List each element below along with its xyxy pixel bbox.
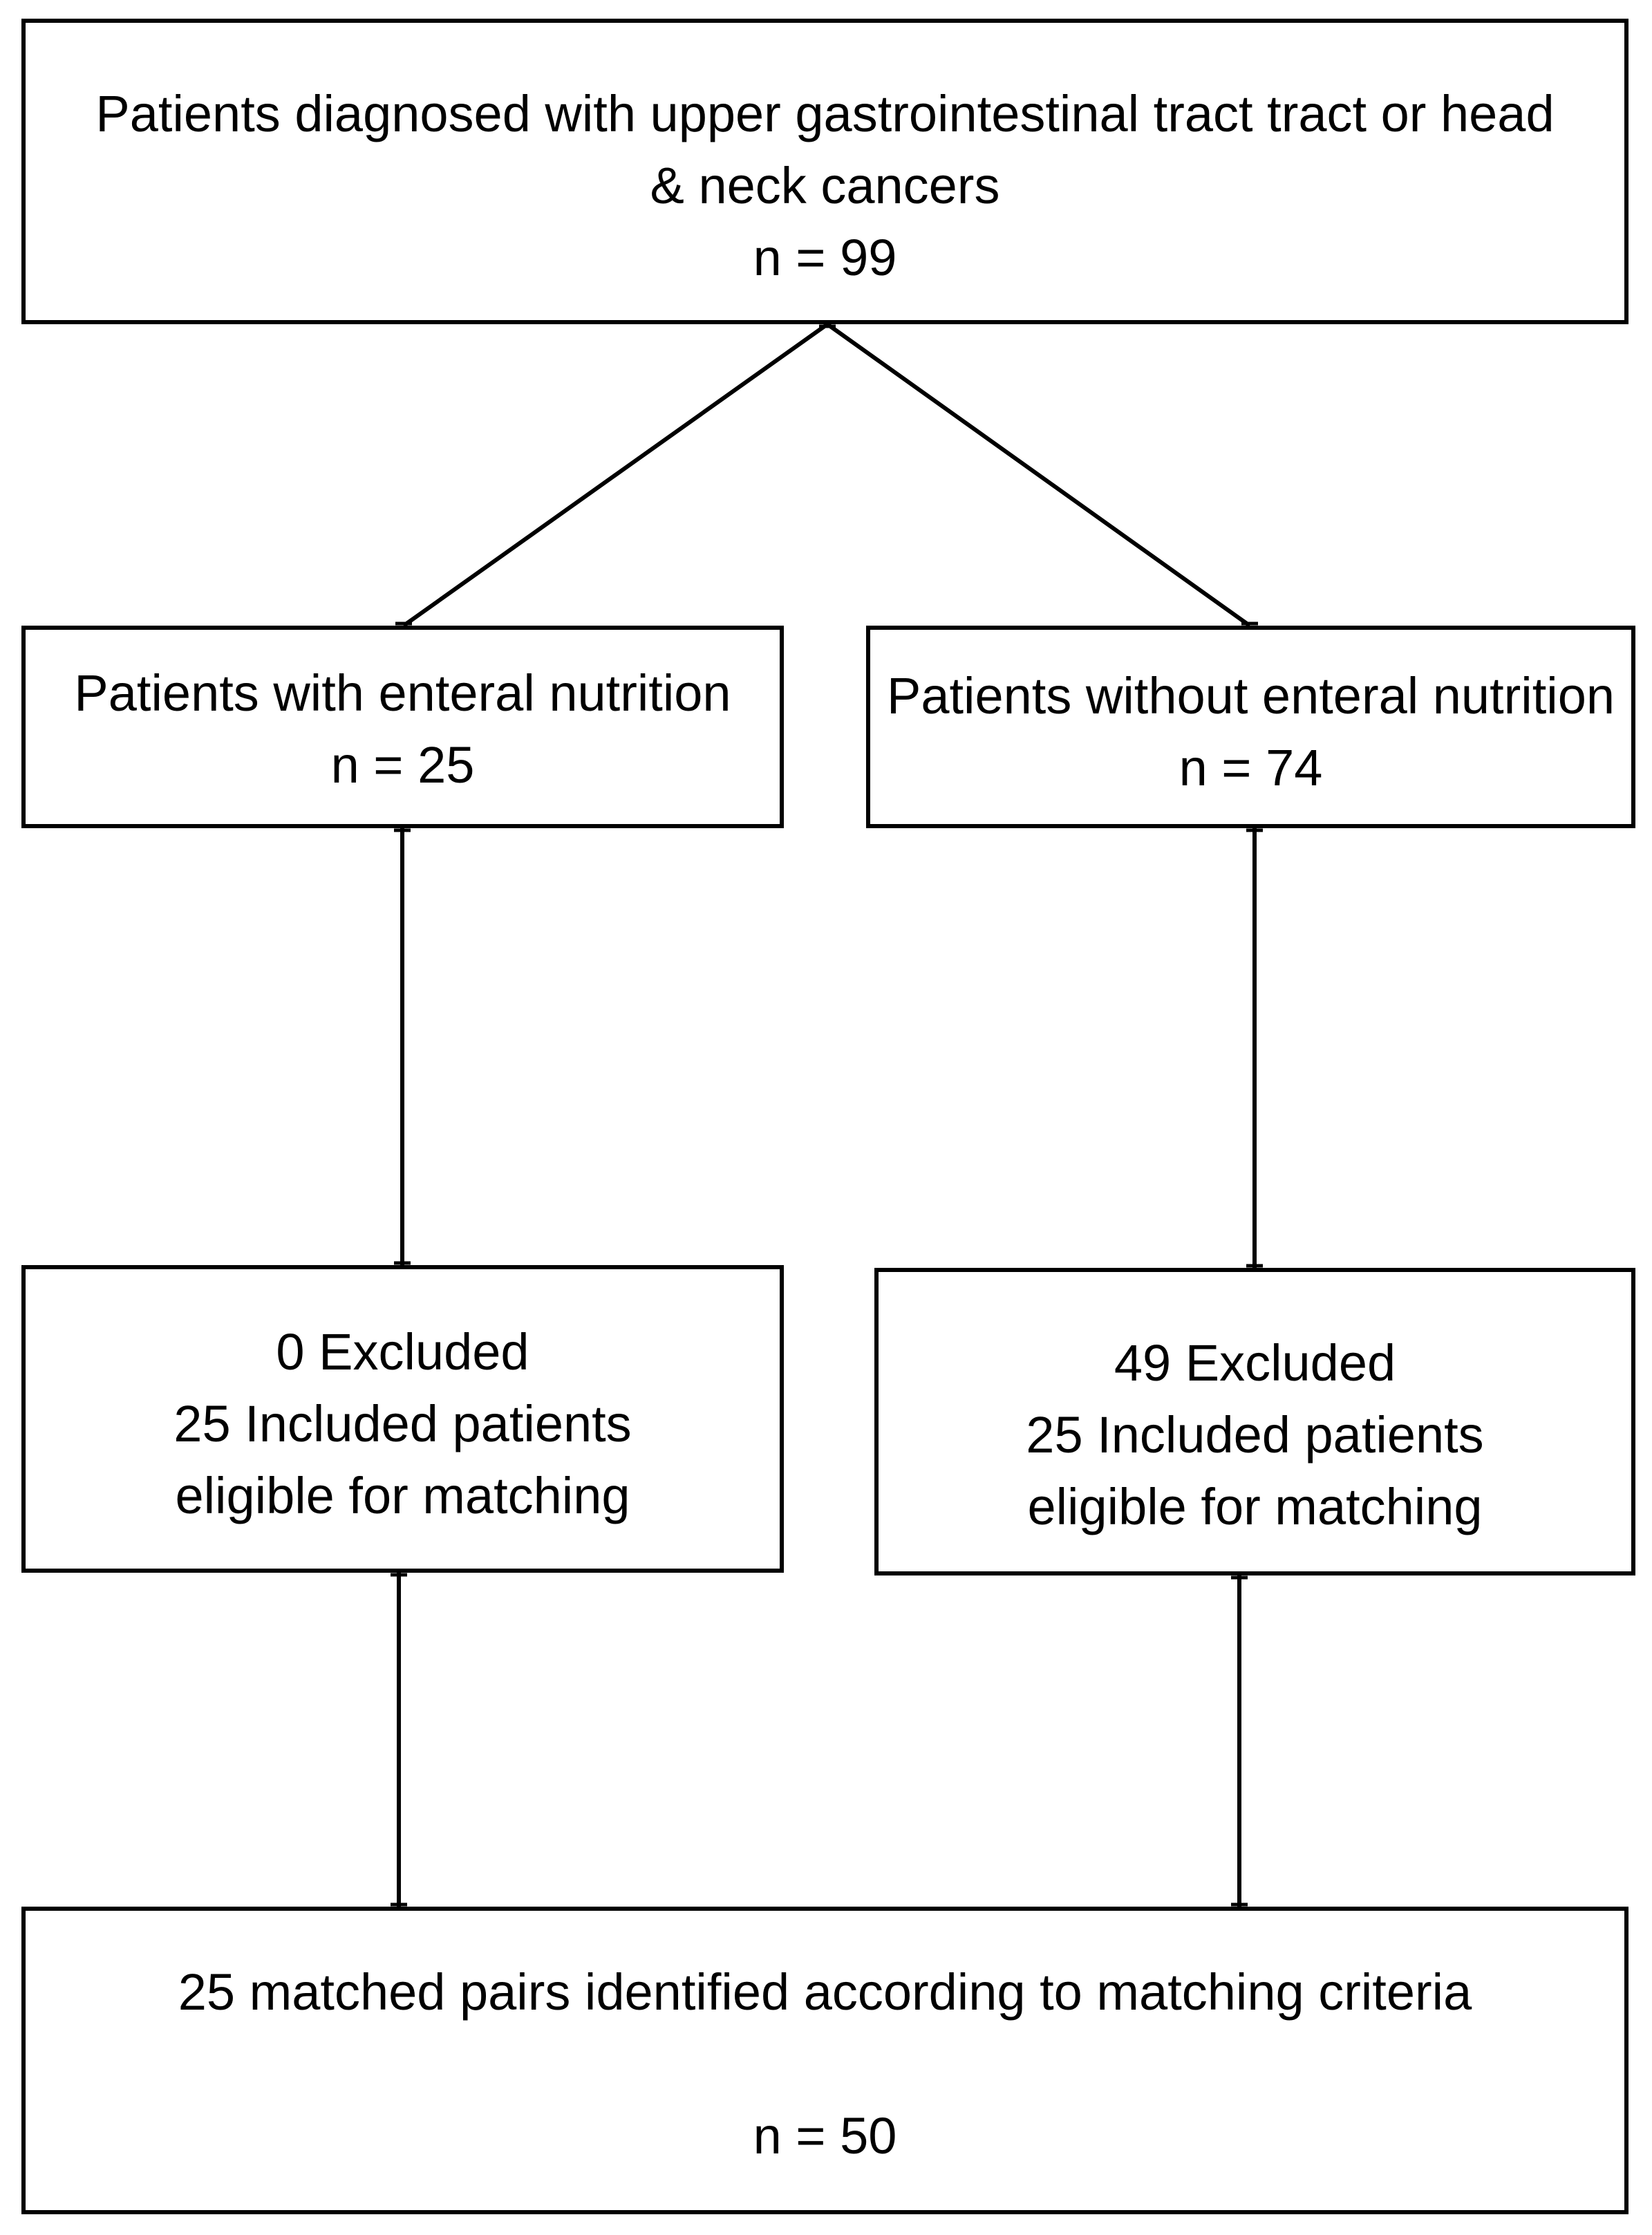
box-with-count: n = 25	[330, 736, 475, 794]
box-matched-label: 25 matched pairs identified according to…	[178, 1963, 1472, 2021]
connector-top-to-with	[402, 322, 829, 628]
box-diagnosed-patients: Patients diagnosed with upper gastrointe…	[21, 19, 1628, 324]
box-excluded-left: 0 Excluded 25 Included patients eligible…	[21, 1265, 784, 1573]
box-diagnosed-line1: Patients diagnosed with upper gastrointe…	[95, 85, 1555, 142]
spacer	[26, 2028, 1624, 2100]
connector-top-to-without	[826, 322, 1251, 628]
box-excluded-left-line1: 0 Excluded	[276, 1323, 529, 1381]
box-excluded-left-line3: eligible for matching	[175, 1467, 630, 1524]
box-with-enteral-nutrition: Patients with enteral nutrition n = 25	[21, 626, 784, 828]
box-excluded-right-line1: 49 Excluded	[1114, 1334, 1396, 1392]
box-excluded-right-line2: 25 Included patients	[1026, 1406, 1484, 1463]
box-matched-count: n = 50	[753, 2107, 897, 2164]
box-diagnosed-count: n = 99	[753, 229, 897, 286]
box-excluded-left-line2: 25 Included patients	[173, 1395, 632, 1452]
box-excluded-right: 49 Excluded 25 Included patients eligibl…	[874, 1268, 1635, 1575]
box-with-label: Patients with enteral nutrition	[74, 664, 731, 722]
box-matched-pairs: 25 matched pairs identified according to…	[21, 1907, 1628, 2214]
box-without-enteral-nutrition: Patients without enteral nutrition n = 7…	[866, 626, 1635, 828]
box-excluded-right-line3: eligible for matching	[1027, 1478, 1483, 1535]
box-without-label: Patients without enteral nutrition	[886, 667, 1615, 724]
box-without-count: n = 74	[1179, 739, 1323, 796]
box-diagnosed-line2: & neck cancers	[650, 157, 1000, 214]
